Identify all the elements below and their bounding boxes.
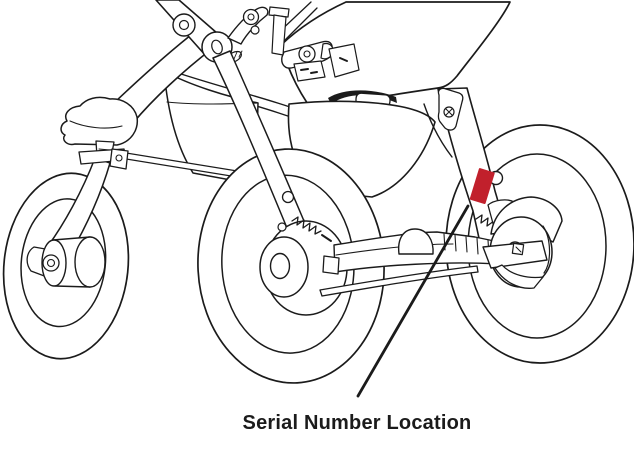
seat-fold-upper [328, 90, 397, 104]
brake-pivot [244, 10, 259, 25]
middle-spring-tip [322, 235, 331, 241]
rear-right-hub-assembly [483, 197, 562, 288]
middle-strut-bolt-2 [278, 223, 286, 231]
strut-bracket-screw-cross [446, 109, 452, 115]
front-fork-assembly [27, 97, 137, 287]
rear-axle-bracket [483, 241, 547, 268]
front-hub-lines [53, 237, 90, 287]
middle-hub-hole [271, 254, 290, 279]
axle-ladder-ticks [444, 234, 498, 257]
axle-dome [399, 229, 433, 254]
rear-brake-arm [495, 265, 543, 288]
axle-hub-tab [323, 256, 339, 274]
serial-number-label: Serial Number Location [243, 412, 472, 434]
hinge-bolt-center [180, 21, 189, 30]
front-clamp-bracket [110, 149, 128, 169]
rear-bracket-bolt-line [516, 247, 521, 252]
latch-plate-1 [294, 61, 325, 81]
latch-slots-1 [301, 69, 317, 73]
middle-spring [292, 217, 321, 234]
clamp-knob [299, 46, 315, 62]
front-mount [61, 97, 137, 145]
joint-hub-center [210, 39, 224, 56]
axle-lower-tube [320, 266, 478, 296]
front-clamp-bolt [116, 155, 122, 161]
stroller-frame [114, 0, 510, 197]
front-axle-nut [43, 255, 59, 271]
brake-bolt [251, 26, 259, 34]
middle-strut-bolt [283, 192, 294, 203]
rear-hub-arc [543, 226, 550, 273]
front-mount-seam [70, 121, 122, 128]
seat-fabric-edge [424, 104, 452, 157]
linkage-body [272, 15, 286, 55]
front-axle-center [48, 260, 55, 267]
serial-number-marker [469, 168, 495, 205]
latch-slot-2 [340, 58, 347, 61]
front-hub-cap-right [75, 237, 105, 287]
clamp-knob-center [304, 51, 310, 57]
brake-pivot-center [248, 14, 254, 20]
pointer-line [358, 206, 468, 396]
